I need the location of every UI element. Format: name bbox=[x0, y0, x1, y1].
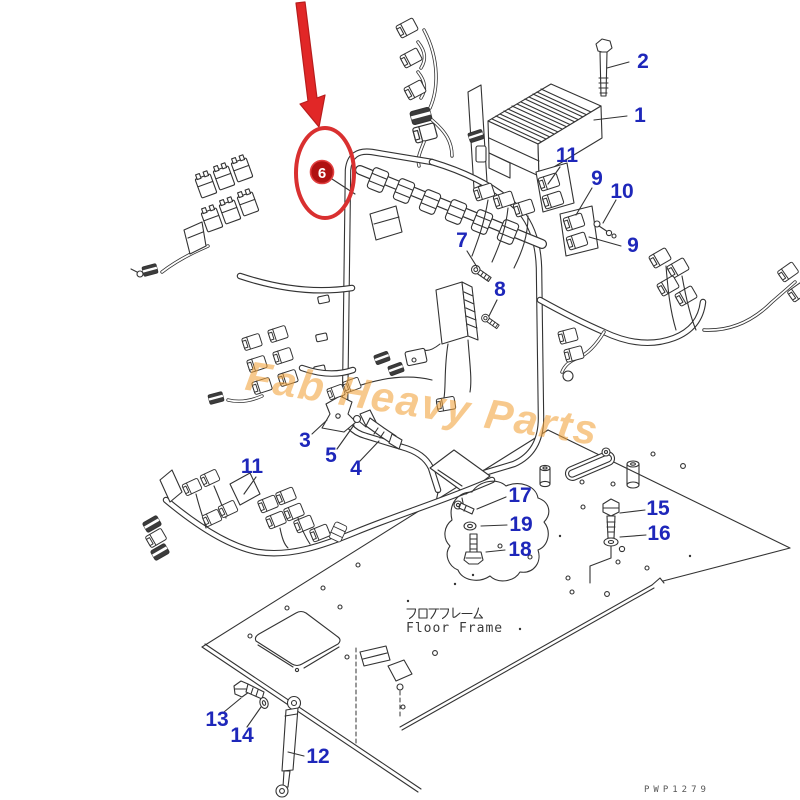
part-label-19: 19 bbox=[509, 513, 533, 536]
part-label-9b: 9 bbox=[627, 234, 639, 257]
bolt-item-4 bbox=[359, 409, 403, 450]
controller-grille bbox=[491, 88, 592, 143]
screw-item-7 bbox=[469, 263, 493, 284]
mount-bolt-2 bbox=[595, 38, 613, 97]
leader-lines bbox=[223, 61, 647, 757]
controller-unit bbox=[467, 83, 603, 190]
top-connector-chain bbox=[394, 17, 454, 168]
plate-holes bbox=[247, 451, 692, 710]
detail-blob bbox=[444, 480, 550, 582]
bolt-13-washer-14 bbox=[233, 680, 269, 709]
pin-cylinder bbox=[539, 464, 551, 488]
part-label-12: 12 bbox=[306, 745, 330, 768]
red-callout: 6 bbox=[294, 1, 356, 220]
part-label-7: 7 bbox=[456, 229, 468, 252]
floor-frame-caption-en: Floor Frame bbox=[406, 621, 504, 636]
gas-spring-12 bbox=[275, 695, 302, 798]
pin-cylinder bbox=[626, 460, 640, 489]
screw-item-17 bbox=[453, 500, 475, 515]
part-label-5: 5 bbox=[325, 444, 337, 467]
washer-item-19 bbox=[463, 521, 477, 531]
drawing-code: PWP1279 bbox=[644, 785, 710, 795]
part-label-4: 4 bbox=[350, 457, 362, 480]
part-label-3: 3 bbox=[299, 429, 311, 452]
part-label-11b: 11 bbox=[240, 455, 264, 478]
right-harness bbox=[536, 246, 800, 382]
connector-group-11-top bbox=[535, 162, 575, 213]
connector-group-11-left bbox=[229, 472, 311, 549]
part-label-11a: 11 bbox=[555, 144, 579, 167]
part-label-18: 18 bbox=[508, 538, 532, 561]
part-label-14: 14 bbox=[230, 724, 254, 747]
bolt-item-18 bbox=[463, 533, 484, 565]
lower-harness-run bbox=[141, 468, 496, 562]
bolt-15-nut-16 bbox=[589, 498, 626, 584]
part-label-16: 16 bbox=[647, 522, 671, 545]
red-number-text: 6 bbox=[318, 165, 326, 182]
part-label-10: 10 bbox=[610, 180, 634, 203]
floor-frame-plate bbox=[201, 429, 791, 793]
screw-item-8 bbox=[479, 312, 501, 331]
part-label-15: 15 bbox=[646, 497, 670, 520]
part-label-2: 2 bbox=[637, 50, 649, 73]
part-label-8: 8 bbox=[494, 278, 506, 301]
harness-branch-connectors bbox=[471, 182, 536, 269]
floor-frame-label-jp bbox=[406, 607, 484, 620]
connector-group-9-10 bbox=[559, 205, 617, 257]
red-number-disc bbox=[309, 159, 335, 185]
floor-frame-caption-jp: フロアフレーム bbox=[408, 604, 492, 621]
red-arrow bbox=[295, 1, 326, 128]
screw-item-5 bbox=[352, 414, 362, 424]
switch-block bbox=[404, 263, 501, 413]
part-label-17: 17 bbox=[508, 484, 532, 507]
red-ellipse bbox=[294, 126, 356, 220]
relay-cluster bbox=[130, 153, 356, 294]
bracket-item-3 bbox=[321, 376, 433, 450]
part-label-9a: 9 bbox=[591, 167, 603, 190]
part-label-1: 1 bbox=[634, 104, 646, 127]
mid-left-connector-stack bbox=[207, 324, 357, 405]
part-label-13: 13 bbox=[205, 708, 229, 731]
